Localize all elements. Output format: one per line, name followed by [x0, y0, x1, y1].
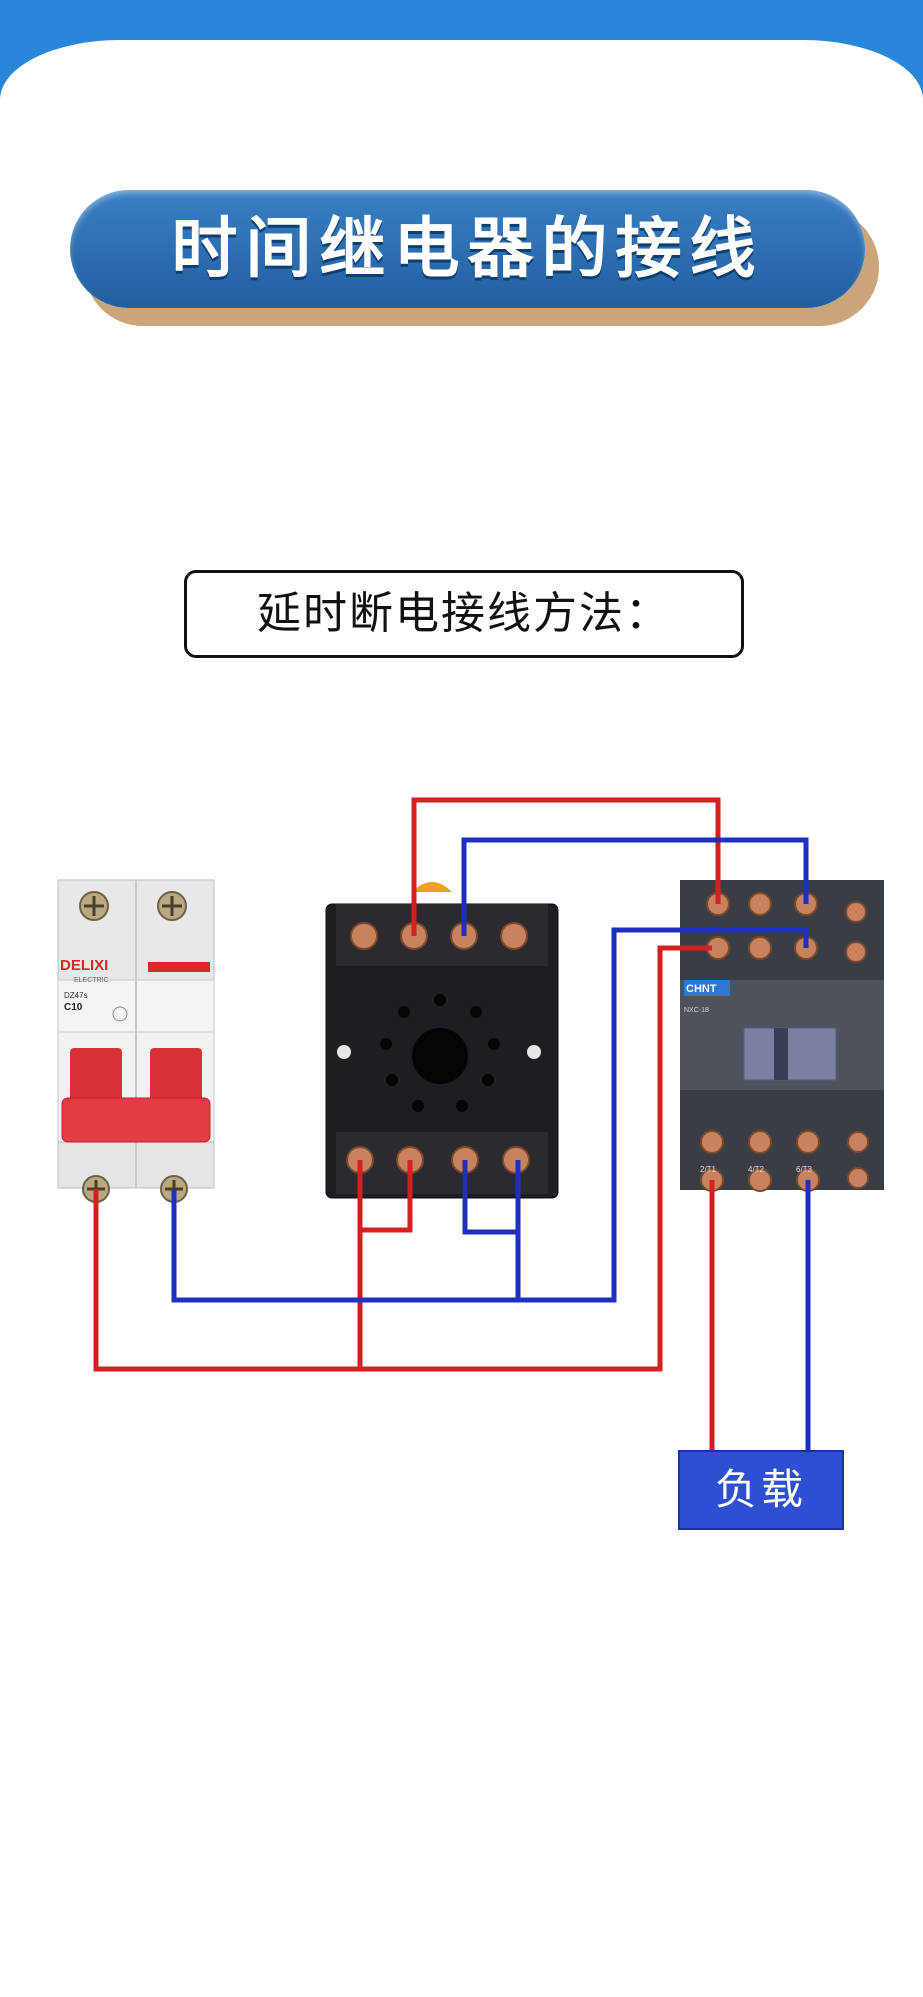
wiring-diagram: DELIXI ELECTRIC DZ47s C10 [57, 797, 884, 1450]
contactor-brand-plate [684, 980, 730, 996]
pin-hole [470, 1006, 482, 1018]
red-wire-socket-to-contactor-top [411, 797, 721, 936]
certification-mark-icon [112, 1006, 128, 1022]
pin-hole [488, 1038, 500, 1050]
circuit-breaker: DELIXI ELECTRIC DZ47s C10 [57, 879, 215, 1203]
terminal-screw-icon [748, 892, 772, 916]
load-box: 负载 [678, 1450, 844, 1530]
terminal-screw-icon [748, 1168, 772, 1192]
method-label: 延时断电接线方法： [257, 588, 671, 639]
socket-center-hole [412, 1028, 468, 1084]
terminal-screw-icon [748, 936, 772, 960]
pin-hole [380, 1038, 392, 1050]
terminal-screw-icon [748, 1130, 772, 1154]
pin-hole [412, 1100, 424, 1112]
terminal-screw-icon [700, 1130, 724, 1154]
terminal-screw-icon [847, 1131, 869, 1153]
terminal-label-1: 2/T1 [700, 1165, 717, 1174]
breaker-brand: DELIXI [60, 957, 108, 974]
relay-socket [325, 882, 559, 1199]
page-title: 时间继电器的接线 [171, 210, 764, 287]
terminal-screw-icon [845, 901, 867, 923]
socket-clip [412, 882, 452, 892]
load-label: 负载 [714, 1465, 807, 1514]
terminal-screw-icon [847, 1167, 869, 1189]
screw-slot [84, 896, 104, 916]
method-label-box: 延时断电接线方法： [184, 570, 744, 658]
contactor-brand: CHNT [686, 983, 717, 995]
blue-wire-socket-to-contactor-top [461, 837, 809, 936]
contactor-window-divider [774, 1028, 788, 1080]
screw-slot [162, 896, 182, 916]
terminal-screw-icon [845, 941, 867, 963]
terminal-screw-icon [500, 922, 528, 950]
contactor: CHNT NXC-18 2/T1 4/T2 6/T3 [680, 880, 884, 1192]
breaker-model: DZ47s [64, 991, 88, 1000]
mounting-hole [337, 1045, 351, 1059]
pin-hole [482, 1074, 494, 1086]
title-banner: 时间继电器的接线 [70, 190, 865, 308]
pin-hole [398, 1006, 410, 1018]
blue-wire-socket-bridge [462, 1160, 521, 1235]
red-wire-socket-bridge [360, 1160, 413, 1233]
contactor-model: NXC-18 [684, 1007, 709, 1014]
blue-wires [171, 837, 811, 1450]
pin-hole [456, 1100, 468, 1112]
breaker-rating: C10 [64, 1002, 83, 1013]
terminal-screw-icon [796, 1130, 820, 1154]
pin-hole [386, 1074, 398, 1086]
red-wire-to-contactor-coil [360, 945, 712, 1372]
breaker-red-stripe [148, 962, 210, 972]
contactor-window [743, 1027, 837, 1081]
mounting-hole [527, 1045, 541, 1059]
blue-wire-breaker-to-contactor [171, 927, 809, 1303]
pin-hole [434, 994, 446, 1006]
red-wire-breaker-to-socket [93, 1160, 363, 1372]
terminal-label-2: 4/T2 [748, 1165, 765, 1174]
terminal-label-3: 6/T3 [796, 1165, 813, 1174]
breaker-subbrand: ELECTRIC [74, 977, 109, 984]
breaker-handle [61, 1097, 211, 1143]
terminal-screw-icon [350, 922, 378, 950]
red-wires [93, 797, 721, 1450]
